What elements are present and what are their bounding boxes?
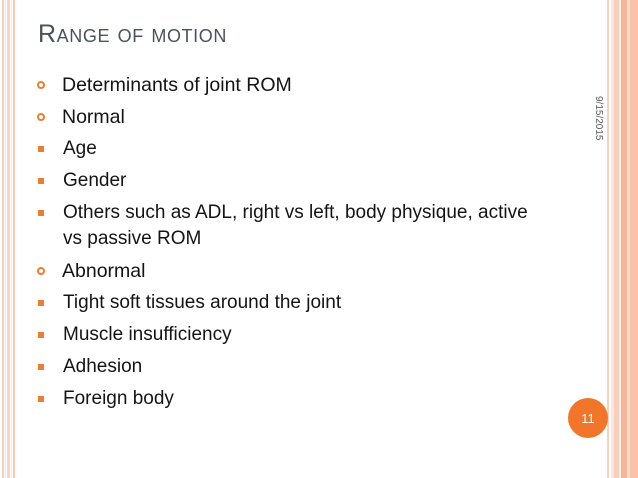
square-bullet-icon — [32, 136, 63, 162]
left-border-stripe-4 — [11, 0, 12, 478]
right-border-stripe-6 — [627, 0, 630, 478]
square-bullet-icon — [32, 290, 63, 316]
list-item-label: Determinants of joint ROM — [62, 74, 292, 96]
left-border-stripe-1 — [2, 0, 4, 478]
list-item: Normal — [32, 104, 532, 130]
square-bullet-icon — [32, 322, 63, 348]
left-border-stripe-3 — [7, 0, 10, 478]
list-item: Muscle insufficiency — [32, 322, 532, 348]
list-item: Adhesion — [32, 354, 532, 380]
slide-number-badge: 11 — [568, 398, 608, 438]
right-border-stripe-4 — [619, 0, 621, 478]
left-border-stripe-2 — [5, 0, 6, 478]
square-bullet-icon — [32, 168, 63, 194]
slide-date: 9/15/2015 — [593, 96, 604, 141]
right-border-stripe-1 — [607, 0, 609, 478]
square-bullet-icon — [32, 354, 63, 380]
list-item: Abnormal — [32, 258, 532, 284]
list-item-label: Age — [63, 138, 97, 159]
right-border-stripe-7 — [630, 0, 638, 478]
list-item: Age — [32, 136, 532, 162]
list-item-label: Others such as ADL, right vs left, body … — [63, 202, 528, 249]
slide-content-list: Determinants of joint ROM Normal Age Gen… — [32, 72, 532, 418]
list-item-label: Tight soft tissues around the joint — [63, 292, 342, 313]
left-border-stripe-5 — [13, 0, 15, 478]
list-item: Gender — [32, 168, 532, 194]
right-border-stripe-2 — [611, 0, 614, 478]
list-item-label: Foreign body — [63, 388, 174, 409]
hollow-circle-bullet-icon — [32, 72, 62, 98]
list-item: Foreign body — [32, 386, 532, 412]
list-item-label: Muscle insufficiency — [63, 324, 232, 345]
square-bullet-icon — [32, 200, 63, 226]
hollow-circle-bullet-icon — [32, 104, 62, 130]
square-bullet-icon — [32, 386, 63, 412]
list-item-label: Adhesion — [63, 356, 143, 377]
list-item-label: Gender — [63, 170, 127, 191]
list-item: Tight soft tissues around the joint — [32, 290, 532, 316]
slide-title: Range of motion — [38, 20, 227, 48]
right-border-stripe-3 — [614, 0, 619, 478]
list-item: Others such as ADL, right vs left, body … — [32, 200, 532, 252]
hollow-circle-bullet-icon — [32, 258, 62, 284]
right-border-stripe-5 — [621, 0, 627, 478]
list-item: Determinants of joint ROM — [32, 72, 532, 98]
list-item-label: Normal — [62, 106, 125, 128]
list-item-label: Abnormal — [62, 260, 146, 282]
